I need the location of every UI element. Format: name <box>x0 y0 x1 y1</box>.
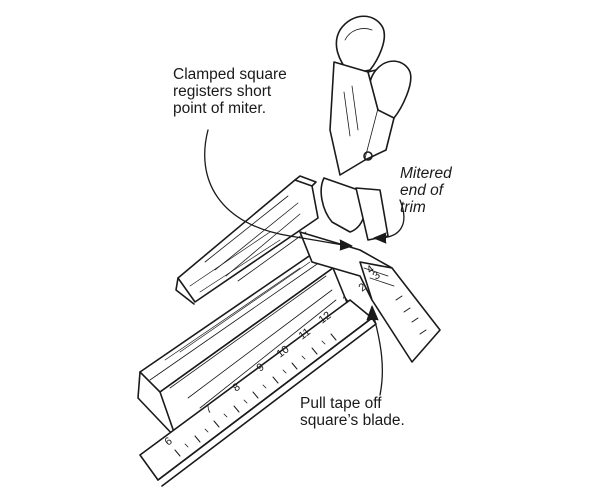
spring-clamp <box>320 15 412 241</box>
leader-pull-tape-arrow <box>366 305 379 321</box>
callout-line: Mitered <box>400 165 452 182</box>
tape-mark: 12 <box>317 309 334 326</box>
callout-pull-tape: Pull tape off square’s blade. <box>300 395 405 429</box>
callout-line: Pull tape off <box>300 395 382 412</box>
leader-pull-tape <box>371 309 384 396</box>
callout-clamped-square: Clamped square registers short point of … <box>173 66 287 117</box>
callout-line: registers short <box>173 83 272 100</box>
long-board <box>137 251 349 439</box>
callout-mitered-end: Mitered end of trim <box>400 165 452 216</box>
callout-line: square’s blade. <box>300 412 405 429</box>
leader-mitered-end-arrow <box>373 232 387 244</box>
tape-mark: 10 <box>275 343 292 360</box>
callout-line: trim <box>400 199 426 216</box>
trim-piece <box>175 175 319 305</box>
leader-clamped-square <box>204 129 349 247</box>
leader-clamped-square-arrow <box>339 239 353 251</box>
framing-square <box>299 231 441 363</box>
callout-line: point of miter. <box>173 100 267 117</box>
callout-line: end of <box>400 182 444 199</box>
callout-line: Clamped square <box>173 66 287 83</box>
